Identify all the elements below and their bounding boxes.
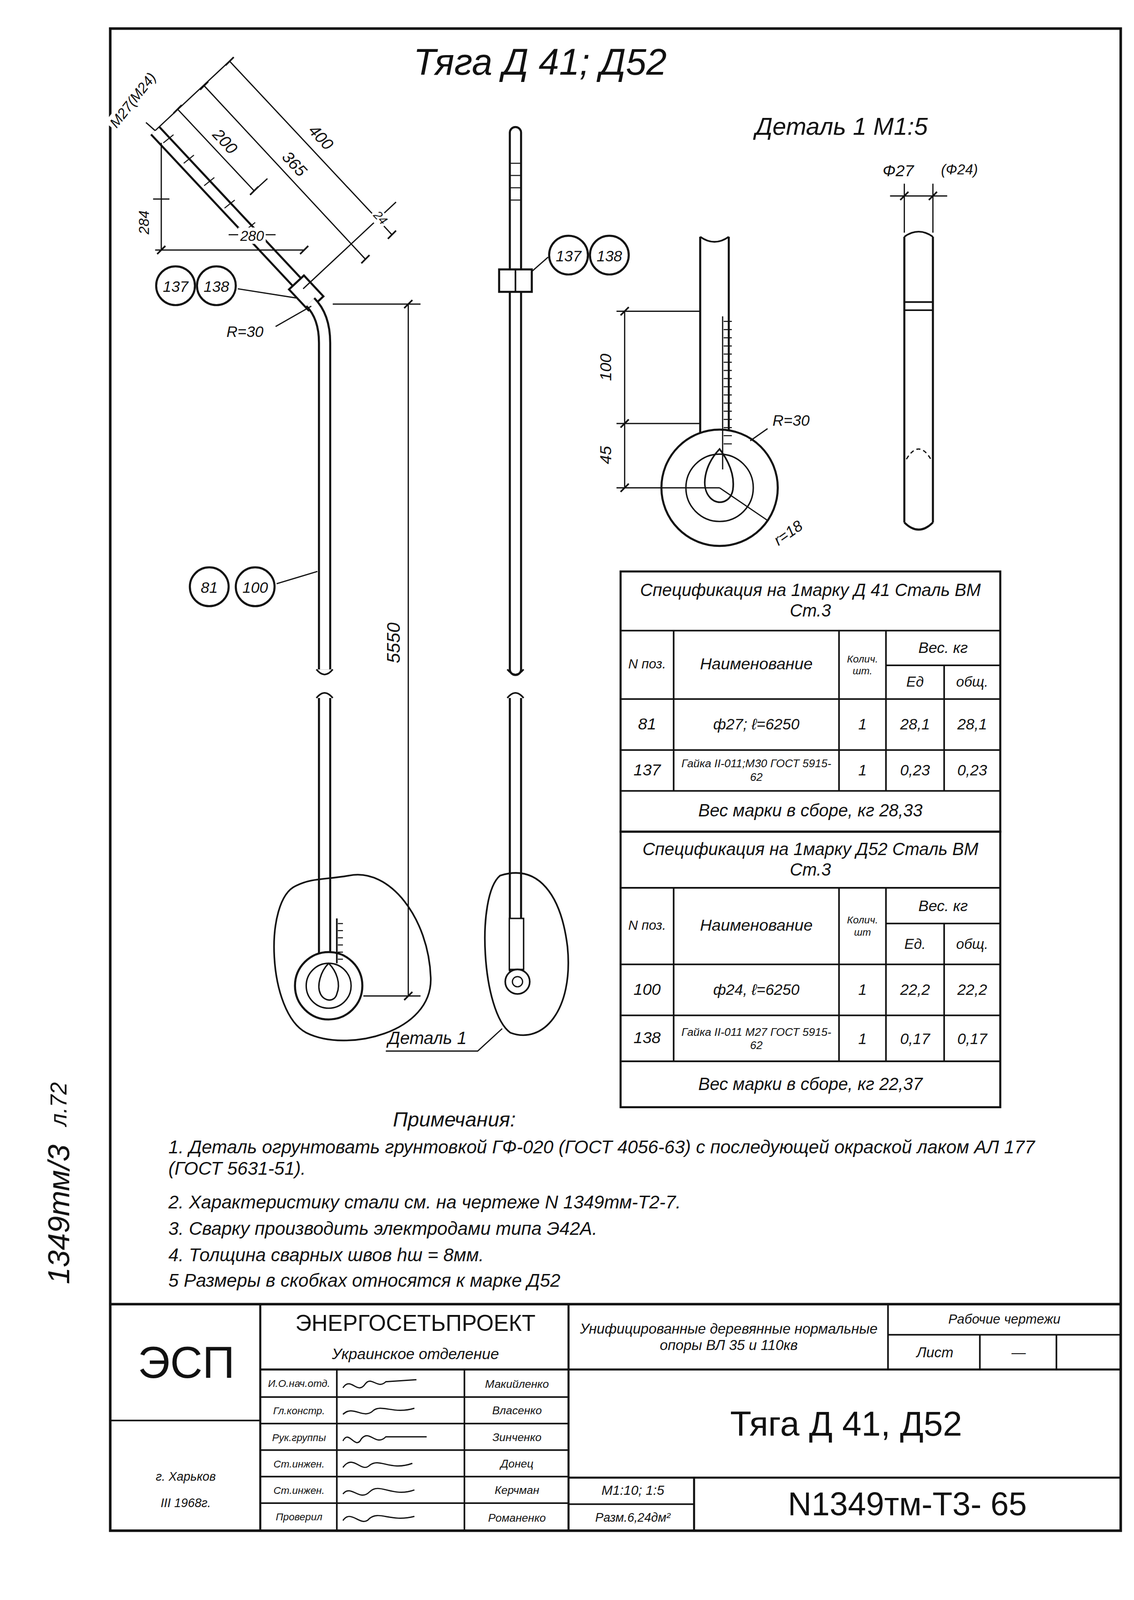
title-block-text: Зинченко <box>465 1425 569 1451</box>
table-cell: Гайка II-011;М30 ГОСТ 5915-62 <box>673 750 839 792</box>
title-block-text: Унифицированные деревянные нормальные оп… <box>571 1306 886 1368</box>
callout-number: 138 <box>596 246 623 264</box>
dimension-label: r=18 <box>768 515 808 551</box>
callout-circle: 81 <box>189 566 230 608</box>
drawing-title: Тяга Д 41; Д52 <box>413 40 667 84</box>
title-block-text: Тяга Д 41, Д52 <box>571 1370 1121 1478</box>
dimension-label: М27(М24) <box>104 67 161 133</box>
table-cell: 0,23 <box>944 750 1001 792</box>
table-cell: Колич. шт <box>838 888 886 965</box>
callout-circle: 138 <box>588 234 630 276</box>
table-cell: 28,1 <box>944 699 1001 751</box>
table-cell: Вес марки в сборе, кг 22,37 <box>620 1061 1001 1108</box>
table-cell: Вес. кг <box>885 888 1001 924</box>
margin-label: л.72 <box>46 1082 73 1127</box>
callout-number: 137 <box>162 276 189 295</box>
title-block-text: Украинское отделение <box>263 1340 568 1369</box>
note-text: 1. Деталь огрунтовать грунтовкой ГФ-020 … <box>168 1137 1083 1180</box>
dimension-label: Деталь 1 М1:5 <box>755 112 928 141</box>
title-block-text: Гл.констр. <box>261 1398 338 1424</box>
callout-number: 81 <box>200 578 218 596</box>
title-block-text: — <box>980 1336 1058 1369</box>
title-block-text: Проверил <box>261 1504 338 1532</box>
table-cell: 1 <box>838 1015 886 1062</box>
table-cell: 1 <box>838 750 886 792</box>
title-block-text: ЭСП <box>112 1316 261 1409</box>
title-block-text: Рук.группы <box>261 1425 338 1451</box>
title-block-text: Ст.инжен. <box>261 1451 338 1477</box>
note-text: 3. Сварку производить электродами типа Э… <box>168 1218 598 1240</box>
title-block-text: г. Харьков <box>114 1465 258 1491</box>
title-block-text: Рабочие чертежи <box>889 1306 1119 1335</box>
table-cell: Ед. <box>885 923 945 965</box>
table-cell: N поз. <box>620 888 675 965</box>
title-block-text: ЭНЕРГОСЕТЬПРОЕКТ <box>263 1307 568 1341</box>
table-cell: 137 <box>620 750 675 792</box>
table-cell: 81 <box>620 699 675 751</box>
title-block-text: М1:10; 1:5 <box>571 1478 695 1505</box>
table-cell: общ. <box>944 923 1001 965</box>
title-block-text: И.О.нач.отд. <box>261 1370 338 1398</box>
table-cell: Ед <box>885 665 945 700</box>
title-block-text: Разм.6,24дм² <box>571 1505 695 1532</box>
table-cell: Гайка II-011 М27 ГОСТ 5915-62 <box>673 1015 839 1062</box>
dimension-label: 100 <box>597 351 616 384</box>
table-cell: Вес. кг <box>885 630 1001 666</box>
margin-label: 1349тм/3 <box>41 1144 77 1285</box>
table-cell: 22,2 <box>944 964 1001 1016</box>
table-cell: ф27; ℓ=6250 <box>673 699 839 751</box>
table-cell: 0,17 <box>885 1015 945 1062</box>
table-cell: 1 <box>838 699 886 751</box>
dimension-label: 400 <box>302 119 338 156</box>
dimension-label: 45 <box>597 444 616 467</box>
table-cell: Колич. шт. <box>838 630 886 700</box>
table-cell: N поз. <box>620 630 675 700</box>
title-block-text: N1349тм-Т3- 65 <box>695 1478 1119 1531</box>
table-cell: Спецификация на 1марку Д52 Сталь ВМ Ст.3 <box>620 832 1001 889</box>
title-block-text: III 1968г. <box>114 1492 258 1518</box>
table-cell: Наименование <box>673 630 839 700</box>
table-cell: 138 <box>620 1015 675 1062</box>
dimension-label: 200 <box>207 123 243 160</box>
callout-number: 100 <box>242 578 268 596</box>
dimension-label: 280 <box>238 227 266 245</box>
note-text: Примечания: <box>393 1108 516 1133</box>
table-cell: Спецификация на 1марку Д 41 Сталь ВМ Ст.… <box>620 571 1001 631</box>
table-cell: Вес марки в сборе, кг 28,33 <box>620 791 1001 833</box>
table-cell: 1 <box>838 964 886 1016</box>
table-cell: 0,23 <box>885 750 945 792</box>
title-block-text: Керчман <box>465 1477 569 1504</box>
dimension-label: (Ф24) <box>939 161 981 178</box>
title-block-text: Ст.инжен. <box>261 1477 338 1504</box>
dimension-label: 5550 <box>383 620 405 666</box>
table-cell: Наименование <box>673 888 839 965</box>
title-block-text: Лист <box>889 1336 980 1369</box>
note-text: 5 Размеры в скобках относятся к марке Д5… <box>168 1270 561 1292</box>
title-block-text: Романенко <box>465 1504 569 1532</box>
title-block-text: Власенко <box>465 1398 569 1424</box>
dimension-label: 365 <box>276 146 312 183</box>
table-cell: 28,1 <box>885 699 945 751</box>
note-text: 4. Толщина сварных швов hш = 8мм. <box>168 1245 485 1267</box>
callout-circle: 100 <box>234 566 276 608</box>
note-text: 2. Характеристику стали см. на чертеже N… <box>168 1192 681 1214</box>
callout-circle: 137 <box>548 234 590 276</box>
dimension-label: R=30 <box>224 322 266 341</box>
callout-number: 137 <box>555 246 582 264</box>
callout-number: 138 <box>203 276 230 295</box>
dimension-label: Ф27 <box>880 162 916 181</box>
dimension-label: 284 <box>135 208 153 237</box>
title-block-text: Донец <box>465 1451 569 1477</box>
table-cell: общ. <box>944 665 1001 700</box>
table-cell: 22,2 <box>885 964 945 1016</box>
callout-circle: 137 <box>155 265 197 307</box>
dimension-label: R=30 <box>770 411 812 430</box>
table-cell: 0,17 <box>944 1015 1001 1062</box>
table-cell: 100 <box>620 964 675 1016</box>
title-block-text: Макийленко <box>465 1370 569 1398</box>
callout-circle: 138 <box>195 265 237 307</box>
dimension-label: Деталь 1 <box>388 1028 467 1049</box>
table-cell: ф24, ℓ=6250 <box>673 964 839 1016</box>
